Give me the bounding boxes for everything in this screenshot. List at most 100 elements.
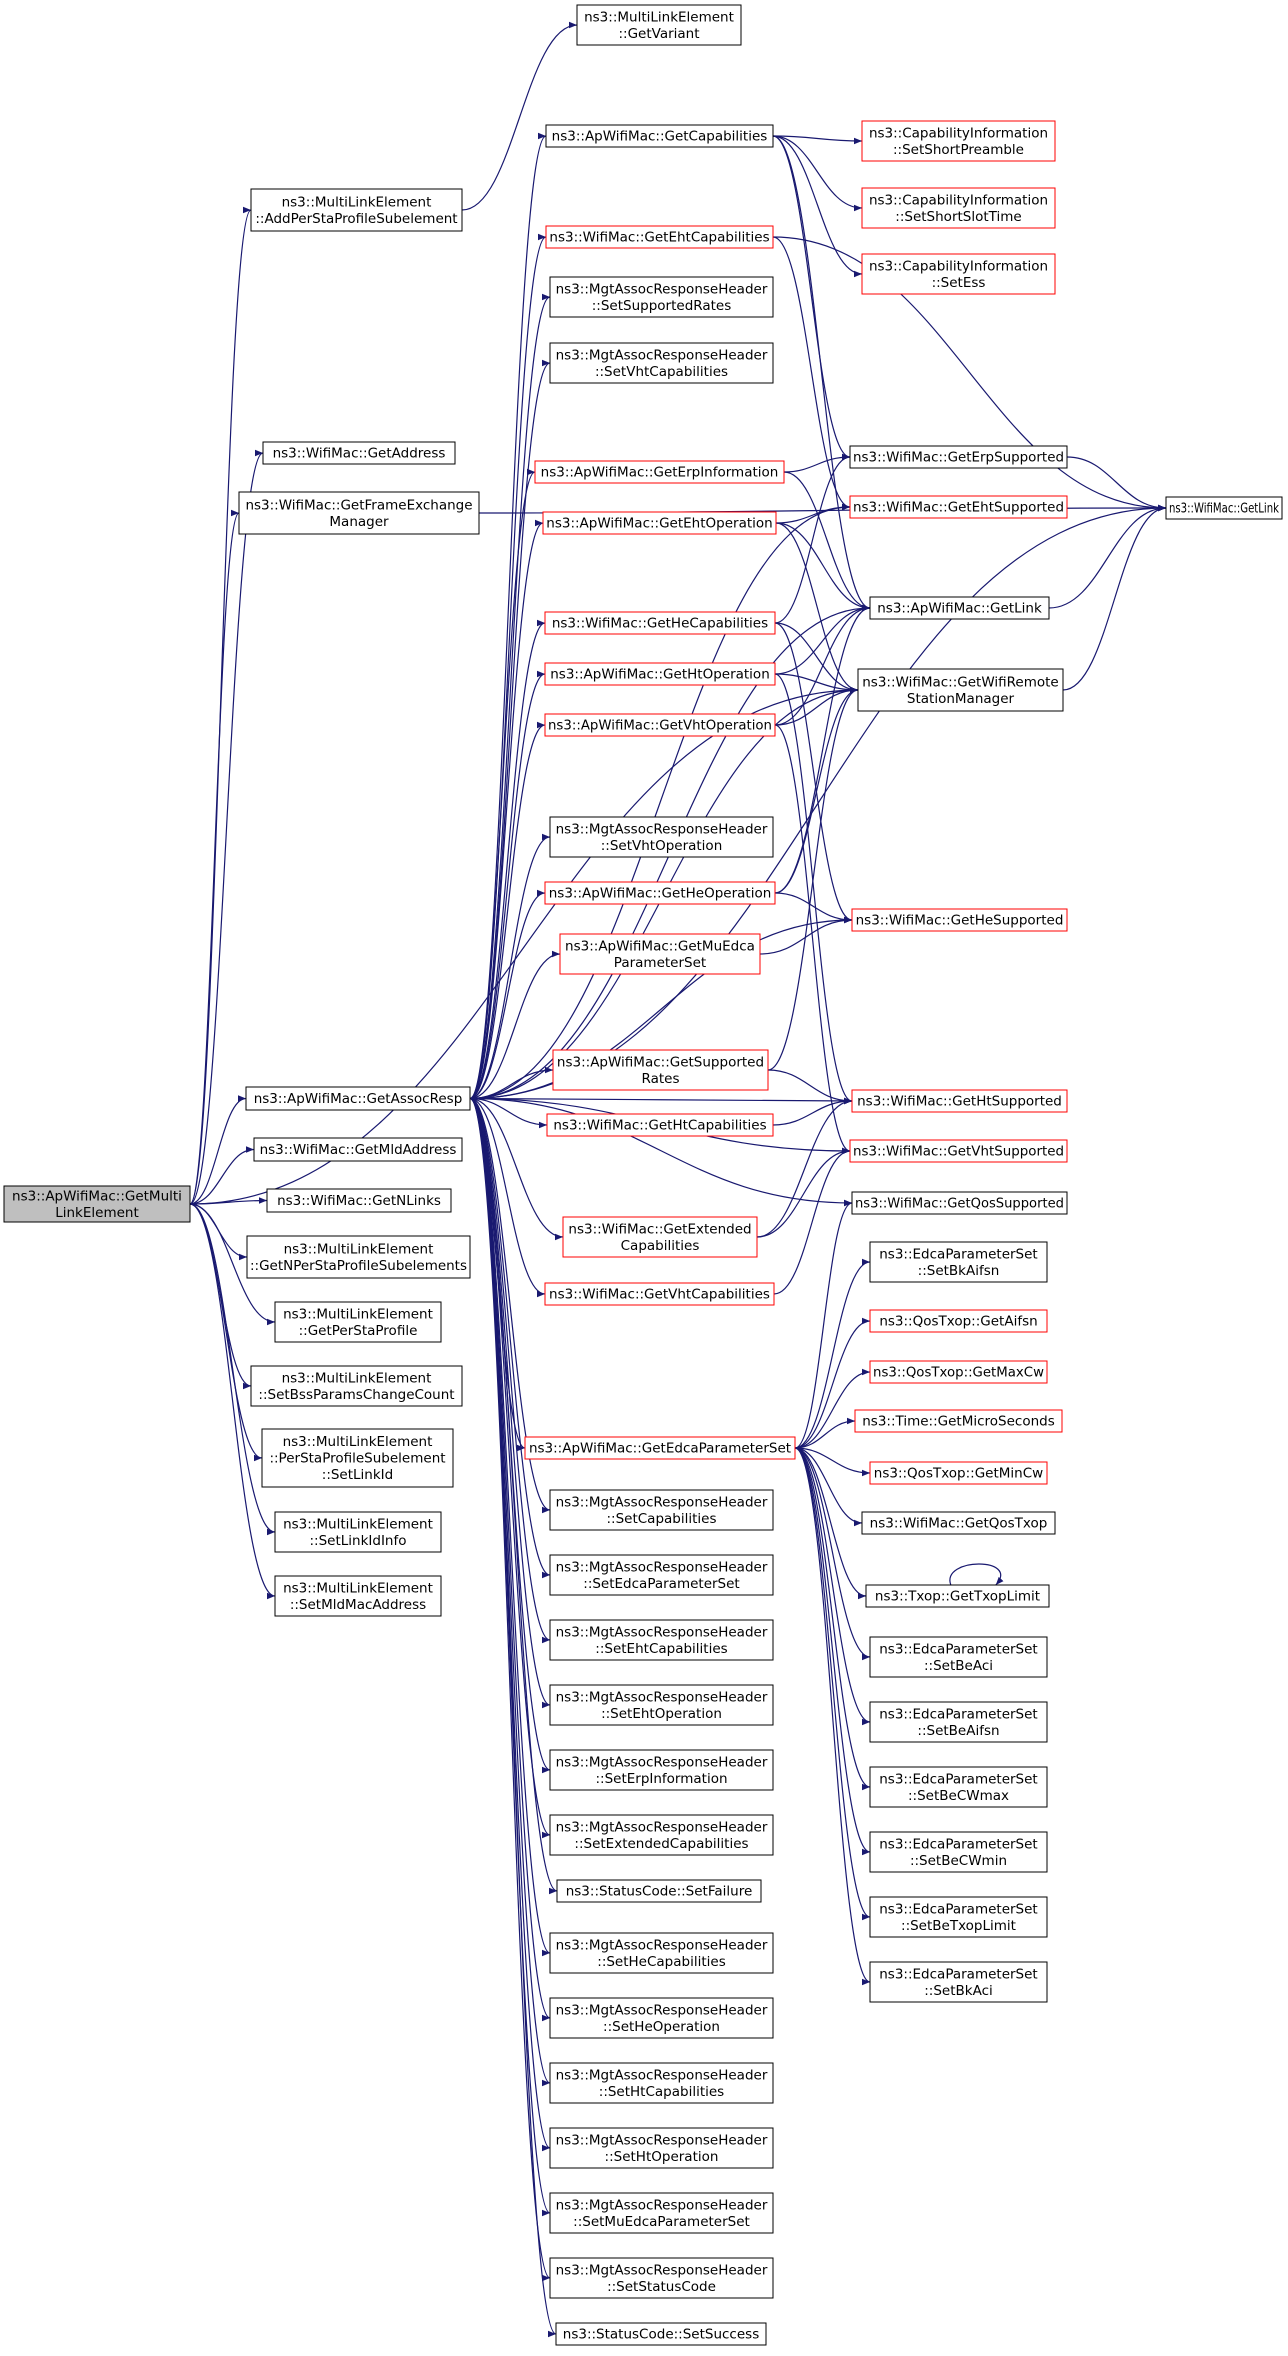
- node-label: ns3::ApWifiMac::GetMuEdca: [565, 938, 755, 954]
- graph-node-marSetCaps[interactable]: ns3::MgtAssocResponseHeader::SetCapabili…: [549, 1489, 774, 1531]
- call-edge-apGetErpInfo-to-apGetLink: [783, 471, 871, 612]
- graph-node-wmGetHeCaps[interactable]: ns3::WifiMac::GetHeCapabilities: [544, 611, 776, 635]
- graph-node-marSetErpInfo[interactable]: ns3::MgtAssocResponseHeader::SetErpInfor…: [549, 1749, 774, 1791]
- graph-node-wmGetEhtCaps[interactable]: ns3::WifiMac::GetEhtCapabilities: [545, 225, 774, 249]
- graph-node-addPerSta[interactable]: ns3::MultiLinkElement::AddPerStaProfileS…: [250, 188, 463, 232]
- graph-node-ciSetShortSlot[interactable]: ns3::CapabilityInformation::SetShortSlot…: [861, 187, 1056, 229]
- graph-node-wmGetQosTxop[interactable]: ns3::WifiMac::GetQosTxop: [861, 1511, 1056, 1535]
- call-edge-wmGetEhtCaps-to-wmGetLink: [772, 236, 1167, 512]
- graph-node-setBssParams[interactable]: ns3::MultiLinkElement::SetBssParamsChang…: [250, 1365, 463, 1407]
- graph-node-marSetExtCaps[interactable]: ns3::MgtAssocResponseHeader::SetExtended…: [549, 1814, 774, 1856]
- node-label: ns3::MultiLinkElement: [283, 1580, 433, 1596]
- graph-node-epsSetBeAifsn[interactable]: ns3::EdcaParameterSet::SetBeAifsn: [869, 1701, 1048, 1743]
- graph-node-marSetHeOp[interactable]: ns3::MgtAssocResponseHeader::SetHeOperat…: [549, 1997, 774, 2039]
- call-edge-getAssocResp-to-marSetVhtOp: [469, 833, 551, 1100]
- graph-node-timeGetMicro[interactable]: ns3::Time::GetMicroSeconds: [854, 1409, 1063, 1433]
- graph-node-epsSetBeCWmax[interactable]: ns3::EdcaParameterSet::SetBeCWmax: [869, 1766, 1048, 1808]
- node-box: [549, 276, 774, 318]
- graph-node-apGetErpInfo[interactable]: ns3::ApWifiMac::GetErpInformation: [534, 460, 785, 484]
- graph-node-wmGetHtCaps[interactable]: ns3::WifiMac::GetHtCapabilities: [546, 1113, 774, 1137]
- graph-node-wmGetRSM[interactable]: ns3::WifiMac::GetWifiRemoteStationManage…: [857, 668, 1064, 712]
- graph-node-ciSetShortPre[interactable]: ns3::CapabilityInformation::SetShortPrea…: [861, 120, 1056, 162]
- graph-node-wmGetVhtSupp[interactable]: ns3::WifiMac::GetVhtSupported: [849, 1139, 1068, 1163]
- graph-node-apGetEhtOp[interactable]: ns3::ApWifiMac::GetEhtOperation: [542, 511, 777, 535]
- graph-node-apGetLink[interactable]: ns3::ApWifiMac::GetLink: [869, 596, 1050, 620]
- call-edge-apGetHeOp-to-wmGetHeSupp: [774, 892, 853, 924]
- graph-node-txopGetLimit[interactable]: ns3::Txop::GetTxopLimit: [865, 1584, 1050, 1608]
- graph-node-marSetVhtOp[interactable]: ns3::MgtAssocResponseHeader::SetVhtOpera…: [549, 816, 774, 858]
- graph-node-marSetEhtOp[interactable]: ns3::MgtAssocResponseHeader::SetEhtOpera…: [549, 1684, 774, 1726]
- graph-node-wmGetQosSupp[interactable]: ns3::WifiMac::GetQosSupported: [851, 1191, 1068, 1215]
- graph-node-marSetSuppRates[interactable]: ns3::MgtAssocResponseHeader::SetSupporte…: [549, 276, 774, 318]
- graph-node-wmGetEhtSupp[interactable]: ns3::WifiMac::GetEhtSupported: [849, 495, 1068, 519]
- node-box: [549, 342, 774, 384]
- graph-node-setMldMac[interactable]: ns3::MultiLinkElement::SetMldMacAddress: [274, 1575, 442, 1617]
- graph-node-wmGetHeSupp[interactable]: ns3::WifiMac::GetHeSupported: [851, 908, 1068, 932]
- call-edge-getAssocResp-to-marSetEhtOp: [469, 1097, 551, 1709]
- node-box: [849, 495, 1068, 519]
- graph-node-apGetEdca[interactable]: ns3::ApWifiMac::GetEdcaParameterSet: [524, 1436, 796, 1460]
- node-label: ns3::WifiMac::GetVhtSupported: [853, 1144, 1064, 1160]
- node-label: ::SetBeTxopLimit: [901, 1918, 1016, 1934]
- graph-node-marSetMuEdca[interactable]: ns3::MgtAssocResponseHeader::SetMuEdcaPa…: [549, 2192, 774, 2234]
- call-edge-apGetMuEdca-to-wmGetHeSupp: [759, 916, 853, 955]
- graph-node-wmGetLink[interactable]: ns3::WifiMac::GetLink: [1165, 496, 1283, 520]
- graph-node-getVariant[interactable]: ns3::MultiLinkElement::GetVariant: [576, 4, 742, 46]
- graph-node-marSetVhtCaps[interactable]: ns3::MgtAssocResponseHeader::SetVhtCapab…: [549, 342, 774, 384]
- graph-node-getNLinks[interactable]: ns3::WifiMac::GetNLinks: [266, 1188, 452, 1213]
- graph-node-marSetEdca[interactable]: ns3::MgtAssocResponseHeader::SetEdcaPara…: [549, 1554, 774, 1596]
- graph-node-wmGetVhtCaps[interactable]: ns3::WifiMac::GetVhtCapabilities: [544, 1282, 775, 1306]
- graph-node-epsSetBkAifsn[interactable]: ns3::EdcaParameterSet::SetBkAifsn: [869, 1241, 1048, 1283]
- graph-node-getAssocResp[interactable]: ns3::ApWifiMac::GetAssocResp: [245, 1086, 471, 1111]
- graph-node-getAddress[interactable]: ns3::WifiMac::GetAddress: [262, 441, 456, 465]
- graph-node-epsSetBeAci[interactable]: ns3::EdcaParameterSet::SetBeAci: [869, 1636, 1048, 1678]
- call-edge-apGetEdca-to-epsSetBeAci: [794, 1447, 871, 1661]
- graph-node-marSetEhtCaps[interactable]: ns3::MgtAssocResponseHeader::SetEhtCapab…: [549, 1619, 774, 1661]
- graph-node-scSetFailure[interactable]: ns3::StatusCode::SetFailure: [556, 1879, 762, 1903]
- call-edge-root-to-getFEM: [189, 510, 240, 1205]
- node-label: ns3::EdcaParameterSet: [879, 1836, 1037, 1852]
- graph-node-epsSetBeTxop[interactable]: ns3::EdcaParameterSet::SetBeTxopLimit: [869, 1896, 1048, 1938]
- graph-node-apGetHtOp[interactable]: ns3::ApWifiMac::GetHtOperation: [544, 662, 776, 686]
- node-box: [861, 187, 1056, 229]
- graph-node-ciSetEss[interactable]: ns3::CapabilityInformation::SetEss: [861, 253, 1056, 295]
- graph-node-setLinkId[interactable]: ns3::MultiLinkElement::PerStaProfileSube…: [261, 1428, 454, 1488]
- node-box: [849, 445, 1068, 469]
- graph-node-wmGetErpSupp[interactable]: ns3::WifiMac::GetErpSupported: [849, 445, 1068, 469]
- graph-node-wmGetHtSupp[interactable]: ns3::WifiMac::GetHtSupported: [851, 1089, 1068, 1113]
- call-edge-getAssocResp-to-marSetEhtCaps: [469, 1097, 551, 1644]
- graph-node-marSetHtOp[interactable]: ns3::MgtAssocResponseHeader::SetHtOperat…: [549, 2127, 774, 2169]
- edges-layer: [189, 21, 1167, 2337]
- node-box: [253, 1137, 463, 1162]
- node-box: [869, 1360, 1048, 1384]
- graph-node-getMldAddress[interactable]: ns3::WifiMac::GetMldAddress: [253, 1137, 463, 1162]
- node-box: [534, 460, 785, 484]
- graph-node-getPerSta[interactable]: ns3::MultiLinkElement::GetPerStaProfile: [274, 1301, 442, 1343]
- node-box: [869, 1309, 1048, 1333]
- graph-node-marSetHeCaps[interactable]: ns3::MgtAssocResponseHeader::SetHeCapabi…: [549, 1932, 774, 1974]
- graph-node-marSetStatus[interactable]: ns3::MgtAssocResponseHeader::SetStatusCo…: [549, 2257, 774, 2299]
- graph-node-apGetCaps[interactable]: ns3::ApWifiMac::GetCapabilities: [545, 124, 774, 148]
- graph-node-getNPerSta[interactable]: ns3::MultiLinkElement::GetNPerStaProfile…: [246, 1235, 471, 1279]
- graph-node-scSetSuccess[interactable]: ns3::StatusCode::SetSuccess: [555, 2322, 767, 2346]
- call-edge-apGetEdca-to-epsSetBeAifsn: [794, 1447, 871, 1726]
- graph-node-setLinkIdInfo[interactable]: ns3::MultiLinkElement::SetLinkIdInfo: [274, 1511, 442, 1553]
- node-label: ::SetShortSlotTime: [895, 209, 1021, 225]
- graph-node-apGetHeOp[interactable]: ns3::ApWifiMac::GetHeOperation: [544, 881, 776, 905]
- node-label: ns3::WifiMac::GetHtCapabilities: [553, 1118, 766, 1134]
- node-label: ::AddPerStaProfileSubelement: [255, 211, 457, 227]
- node-box: [869, 1896, 1048, 1938]
- graph-node-marSetHtCaps[interactable]: ns3::MgtAssocResponseHeader::SetHtCapabi…: [549, 2062, 774, 2104]
- node-label: ns3::WifiMac::GetErpSupported: [853, 450, 1064, 466]
- graph-node-qtGetAifsn[interactable]: ns3::QosTxop::GetAifsn: [869, 1309, 1048, 1333]
- call-edge-apGetCaps-to-ciSetEss: [772, 135, 863, 278]
- graph-node-qtGetMinCw[interactable]: ns3::QosTxop::GetMinCw: [869, 1461, 1048, 1485]
- graph-node-epsSetBkAci[interactable]: ns3::EdcaParameterSet::SetBkAci: [869, 1961, 1048, 2003]
- graph-node-qtGetMaxCw[interactable]: ns3::QosTxop::GetMaxCw: [869, 1360, 1048, 1384]
- graph-node-epsSetBeCWmin[interactable]: ns3::EdcaParameterSet::SetBeCWmin: [869, 1831, 1048, 1873]
- graph-node-apGetVhtOp[interactable]: ns3::ApWifiMac::GetVhtOperation: [544, 713, 776, 737]
